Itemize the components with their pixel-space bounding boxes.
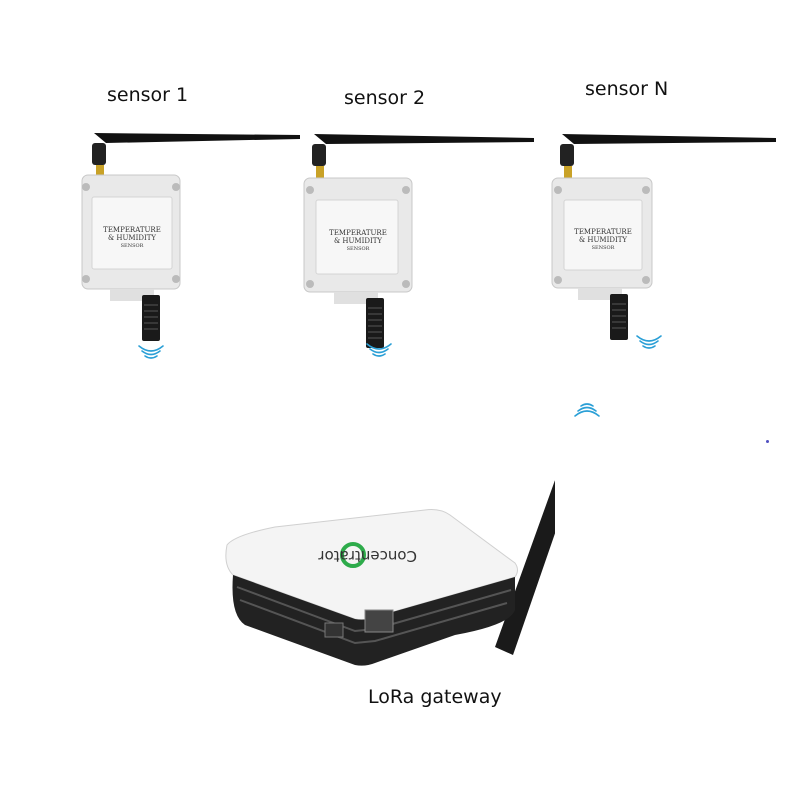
lora-gateway-device: Concentrator — [215, 395, 555, 685]
gateway-brand-text: Concentrator — [318, 547, 417, 565]
sensor-title-1: TEMPERATURE — [103, 226, 161, 234]
sensor-device-1: TEMPERATURE & HUMIDITY SENSOR — [70, 125, 310, 365]
gateway-label: LoRa gateway — [368, 686, 502, 708]
sensor-device-illustration: TEMPERATURE & HUMIDITY SENSOR — [551, 134, 776, 340]
sensor-device-2: TEMPERATURE & HUMIDITY SENSOR — [300, 128, 540, 368]
signal-wave-icon-sensor-1 — [138, 345, 164, 359]
sensor-title-3: SENSOR — [121, 243, 144, 249]
sensor-title-1: TEMPERATURE — [329, 229, 387, 237]
signal-wave-icon-sensor-2 — [366, 343, 392, 357]
sensor-device-illustration: TEMPERATURE & HUMIDITY SENSOR — [81, 133, 300, 341]
signal-wave-icon-sensor-n — [636, 335, 662, 349]
sensor-title-3: SENSOR — [347, 246, 370, 252]
sensor-1-label: sensor 1 — [107, 84, 189, 106]
sensor-device-n: TEMPERATURE & HUMIDITY SENSOR — [548, 128, 788, 368]
sensor-title-3: SENSOR — [592, 245, 615, 251]
gateway-logo-icon — [340, 542, 366, 568]
sensor-title-2: & HUMIDITY — [334, 237, 382, 245]
sensor-title-2: & HUMIDITY — [579, 236, 627, 244]
sensor-2-label: sensor 2 — [344, 87, 426, 109]
gateway-illustration: Concentrator — [225, 480, 555, 666]
stray-dot — [766, 440, 769, 443]
sensor-title-1: TEMPERATURE — [574, 228, 632, 236]
signal-wave-icon-gateway — [574, 403, 600, 417]
sensor-title-2: & HUMIDITY — [108, 234, 156, 242]
sensor-n-label: sensor N — [585, 78, 669, 100]
sensor-device-illustration: TEMPERATURE & HUMIDITY SENSOR — [303, 134, 534, 348]
